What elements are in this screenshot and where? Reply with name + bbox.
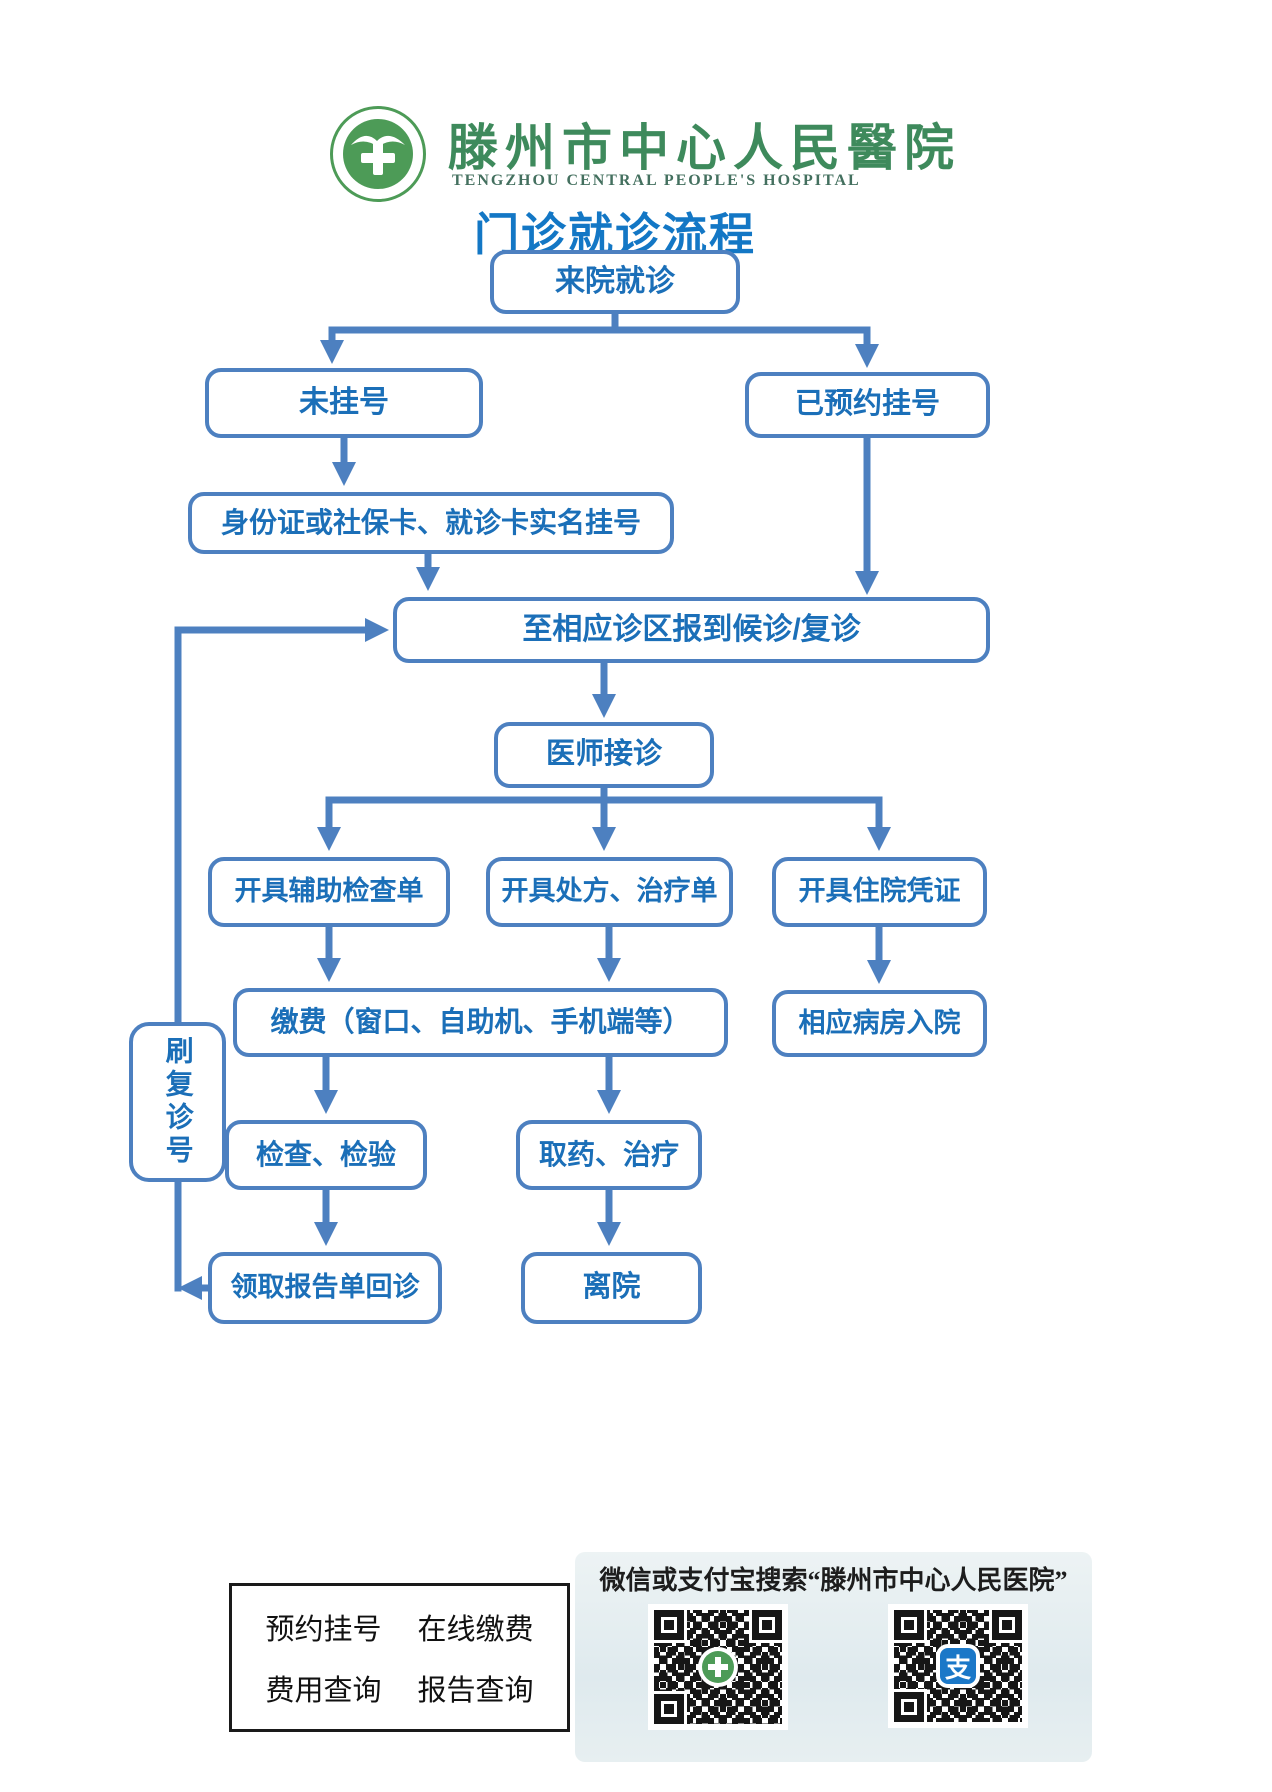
swipe-revisit-label: 刷复诊号	[162, 1036, 194, 1168]
flow-node-medicine-treatment: 取药、治疗	[516, 1120, 702, 1190]
flow-node-prescription: 开具处方、治疗单	[486, 857, 733, 927]
flow-node-ward-admission: 相应病房入院	[772, 990, 987, 1057]
flow-node-realname-register: 身份证或社保卡、就诊卡实名挂号	[188, 492, 674, 554]
qr-caption: 微信或支付宝搜索“滕州市中心人民医院”	[599, 1566, 1068, 1595]
flow-node-exam-test: 检查、检验	[225, 1120, 427, 1190]
flow-node-unregistered: 未挂号	[205, 368, 483, 438]
qr-finder-icon	[654, 1610, 684, 1640]
services-row-1: 预约挂号 在线缴费	[265, 1606, 533, 1648]
flow-node-reserved: 已预约挂号	[745, 372, 990, 438]
qr-finder-icon	[752, 1610, 782, 1640]
flow-node-admission-cert: 开具住院凭证	[772, 857, 987, 927]
flow-node-arrive: 来院就诊	[490, 250, 740, 314]
flow-node-swipe-revisit: 刷复诊号	[129, 1022, 226, 1182]
hospital-name-en: TENGZHOU CENTRAL PEOPLE'S HOSPITAL	[452, 172, 861, 189]
flow-node-payment: 缴费（窗口、自助机、手机端等）	[233, 988, 728, 1057]
flow-node-checkin: 至相应诊区报到候诊/复诊	[393, 597, 990, 663]
service-appointment: 预约挂号	[265, 1613, 382, 1646]
hospital-cross-green-icon	[702, 1651, 734, 1683]
service-fee-query: 费用查询	[265, 1675, 382, 1708]
flow-node-doctor-visit: 医师接诊	[494, 722, 714, 788]
alipay-icon: 支	[940, 1648, 976, 1684]
services-box: 预约挂号 在线缴费 费用查询 报告查询	[229, 1583, 570, 1732]
services-row-2: 费用查询 报告查询	[265, 1667, 533, 1709]
white-cross-icon	[361, 141, 395, 176]
logo-green-disc	[343, 119, 413, 189]
hospital-logo-icon	[330, 106, 426, 202]
service-online-pay: 在线缴费	[417, 1613, 534, 1646]
wechat-qr-code	[648, 1604, 788, 1730]
alipay-qr-code: 支	[888, 1604, 1028, 1728]
flow-node-report-return: 领取报告单回诊	[208, 1252, 442, 1324]
qr-finder-icon	[992, 1610, 1022, 1640]
hospital-name-zh: 滕州市中心人民醫院	[448, 120, 961, 176]
service-report-query: 报告查询	[417, 1675, 534, 1708]
qr-finder-icon	[894, 1610, 924, 1640]
flow-node-aux-exam-order: 开具辅助检查单	[208, 857, 450, 927]
qr-finder-icon	[654, 1694, 684, 1724]
qr-finder-icon	[894, 1692, 924, 1722]
flow-node-leave: 离院	[521, 1252, 702, 1324]
